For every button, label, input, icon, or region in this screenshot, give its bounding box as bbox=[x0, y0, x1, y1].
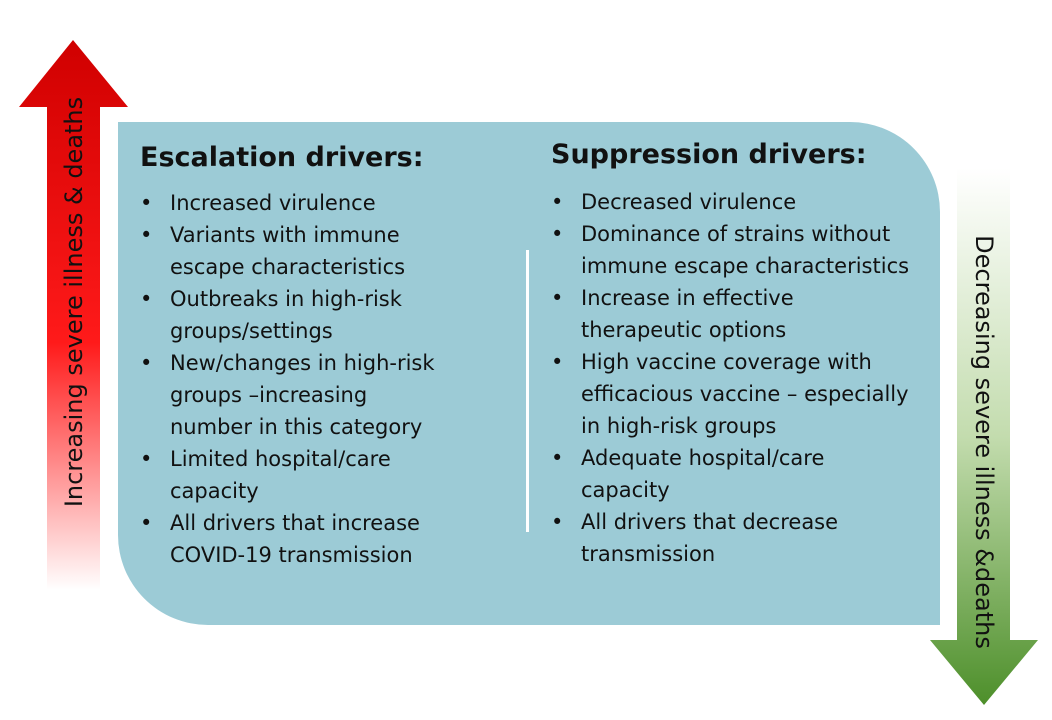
escalation-column: Escalation drivers: Increased virulence … bbox=[140, 142, 440, 571]
decreasing-label: Decreasing severe illness &deaths bbox=[970, 235, 998, 649]
decreasing-arrow bbox=[930, 168, 1038, 705]
suppression-title: Suppression drivers: bbox=[551, 139, 867, 170]
list-item: Dominance of strains without immune esca… bbox=[551, 218, 911, 282]
list-item: Variants with immune escape characterist… bbox=[140, 219, 440, 283]
list-item: All drivers that decrease transmission bbox=[551, 506, 911, 570]
list-item: Limited hospital/care capacity bbox=[140, 443, 440, 507]
list-item: Outbreaks in high-risk groups/settings bbox=[140, 283, 440, 347]
list-item: All drivers that increase COVID-19 trans… bbox=[140, 507, 440, 571]
suppression-column: Suppression drivers: Decreased virulence… bbox=[551, 139, 911, 570]
list-item: Increased virulence bbox=[140, 187, 440, 219]
list-item: Adequate hospital/care capacity bbox=[551, 442, 911, 506]
column-divider bbox=[526, 250, 529, 532]
increasing-label: Increasing severe illness & deaths bbox=[60, 96, 88, 508]
list-item: High vaccine coverage with efficacious v… bbox=[551, 346, 911, 442]
list-item: Decreased virulence bbox=[551, 186, 911, 218]
list-item: Increase in effective therapeutic option… bbox=[551, 282, 911, 346]
list-item: New/changes in high-risk groups –increas… bbox=[140, 347, 440, 443]
increasing-arrow bbox=[19, 40, 128, 590]
escalation-title: Escalation drivers: bbox=[140, 142, 424, 173]
suppression-list: Decreased virulence Dominance of strains… bbox=[551, 186, 911, 570]
escalation-list: Increased virulence Variants with immune… bbox=[140, 187, 440, 571]
